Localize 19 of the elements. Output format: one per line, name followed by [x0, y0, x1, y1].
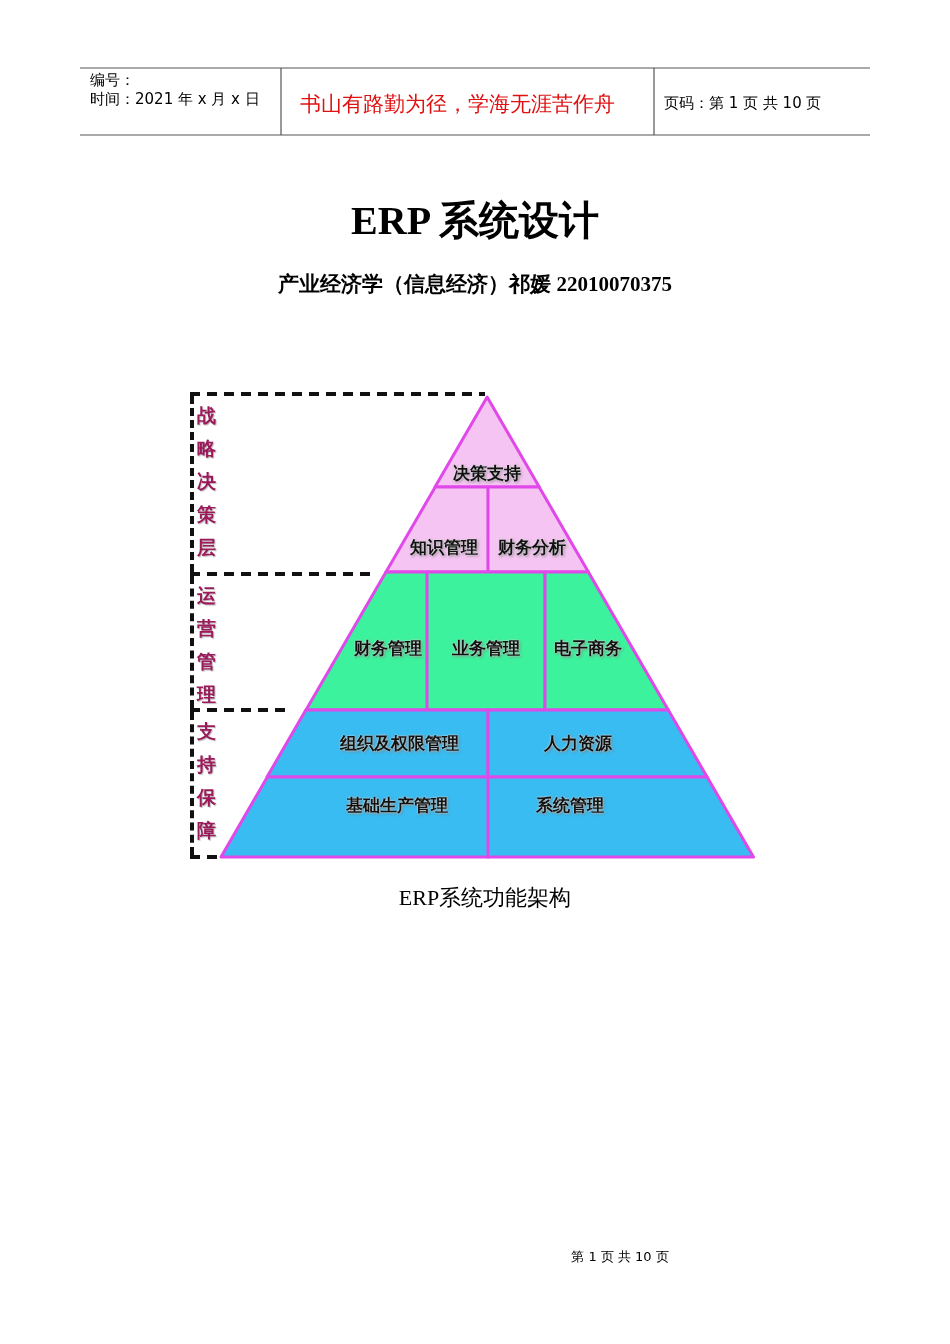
caption: ERP系统功能架构	[397, 884, 573, 912]
pyramid-cell: 业务管理	[427, 572, 545, 710]
motto-text: 书山有路勤为径，学海无涯苦作舟	[300, 91, 615, 117]
dashed-layer-box: 支持保障	[190, 712, 220, 855]
pyramid-cell: 人力资源	[488, 710, 708, 777]
dashed-layer-box: 战略决策层	[190, 396, 220, 572]
page-number-text: 页码：第 1 页 共 10 页	[664, 93, 822, 113]
header-text: 编号：	[90, 70, 135, 90]
pyramid-cell: 系统管理	[488, 777, 754, 857]
header-text: 时间：2021 年 x 月 x 日	[90, 89, 260, 109]
pyramid-cell: 财务管理	[305, 572, 427, 710]
title: ERP 系统设计	[350, 197, 600, 245]
pyramid-cell: 财务分析	[488, 487, 589, 572]
pyramid-cell: 组织及权限管理	[266, 710, 488, 777]
pyramid-cell: 电子商务	[545, 572, 669, 710]
footer-text: 第 1 页 共 10 页	[570, 1248, 670, 1266]
pyramid-cell: 基础生产管理	[220, 777, 488, 857]
subtitle: 产业经济学（信息经济）祁媛 22010070375	[277, 271, 673, 298]
dashed-layer-box: 运营管理	[190, 576, 220, 708]
